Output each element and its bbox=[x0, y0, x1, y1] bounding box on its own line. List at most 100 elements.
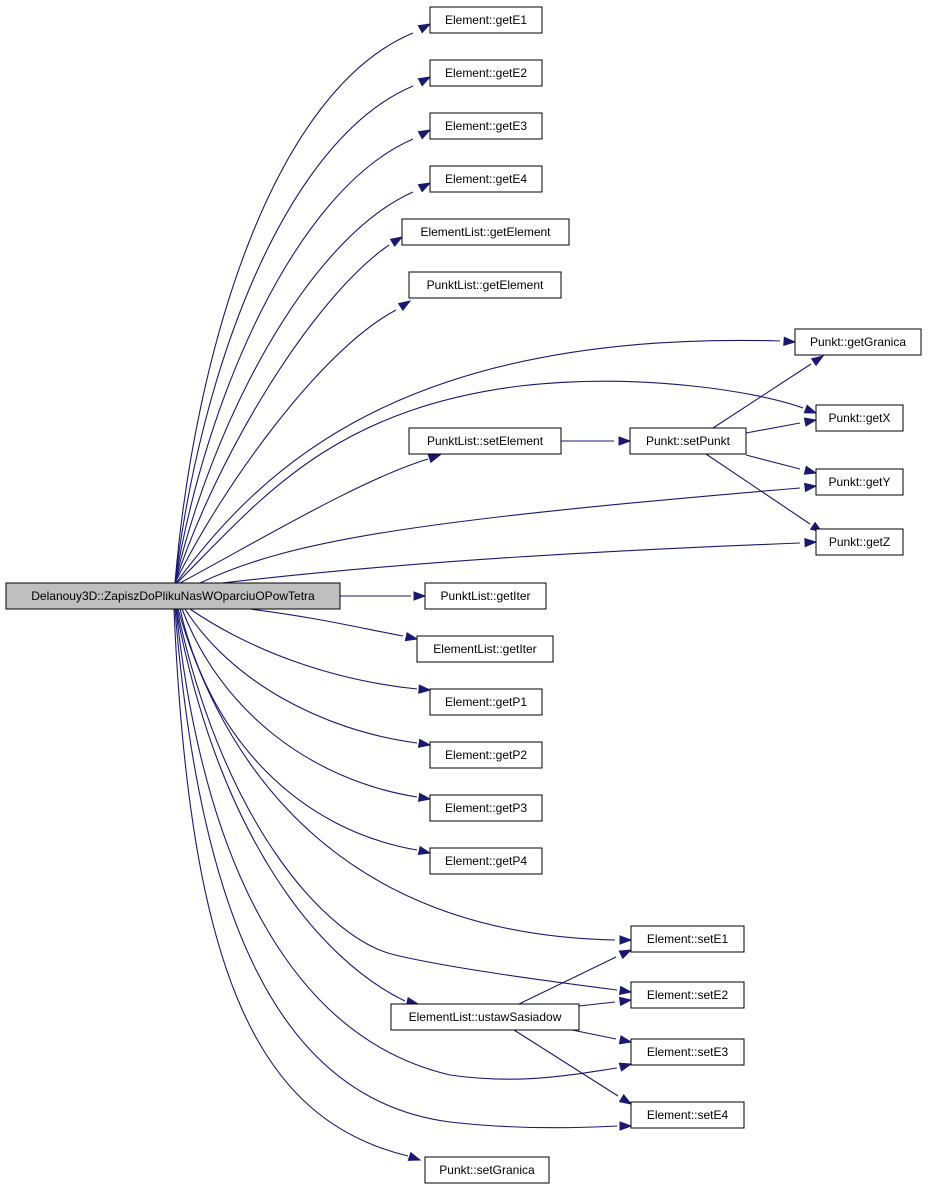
node-setE3[interactable]: Element::setE3 bbox=[630, 1038, 745, 1066]
node-getE4[interactable]: Element::getE4 bbox=[429, 165, 543, 193]
node-getX[interactable]: Punkt::getX bbox=[815, 404, 904, 432]
node-box[interactable] bbox=[630, 1038, 745, 1066]
edge-root-getZ bbox=[221, 538, 818, 584]
node-setPunkt[interactable]: Punkt::setPunkt bbox=[629, 427, 747, 455]
node-label: Punkt::getX bbox=[828, 411, 890, 425]
edge-line bbox=[578, 1001, 616, 1007]
node-box[interactable] bbox=[815, 528, 904, 556]
node-box[interactable] bbox=[416, 635, 554, 663]
node-label: Punkt::getY bbox=[828, 475, 890, 489]
arrowhead-icon bbox=[417, 129, 432, 140]
edge-line bbox=[177, 608, 616, 941]
node-getP2[interactable]: Element::getP2 bbox=[429, 741, 543, 769]
node-label: Element::setE2 bbox=[647, 988, 729, 1002]
node-pkGetIter[interactable]: PunktList::getIter bbox=[424, 582, 547, 610]
edge-line bbox=[174, 191, 414, 584]
node-box[interactable] bbox=[424, 582, 547, 610]
edge-line bbox=[175, 608, 618, 1080]
node-box[interactable] bbox=[424, 1156, 550, 1184]
node-setE2[interactable]: Element::setE2 bbox=[630, 981, 745, 1009]
node-label: Punkt::getGranica bbox=[810, 335, 906, 349]
node-box[interactable] bbox=[429, 688, 543, 716]
edge-root-getE2 bbox=[174, 76, 432, 584]
arrowhead-icon bbox=[407, 1151, 422, 1161]
edge-root-setElement bbox=[179, 454, 442, 584]
node-getZ[interactable]: Punkt::getZ bbox=[815, 528, 904, 556]
node-getE1[interactable]: Element::getE1 bbox=[429, 6, 543, 34]
arrowhead-icon bbox=[804, 482, 818, 493]
edge-line bbox=[174, 244, 390, 584]
edge-line bbox=[173, 608, 409, 1157]
arrowhead-icon bbox=[417, 792, 432, 802]
node-box[interactable] bbox=[390, 1003, 580, 1031]
edge-root-pkGetIter bbox=[340, 591, 427, 601]
arrowhead-icon bbox=[417, 182, 432, 193]
edge-setElement-setPunkt bbox=[561, 436, 632, 446]
node-box[interactable] bbox=[629, 427, 747, 455]
edge-ustawSasiadow-setE4 bbox=[513, 1029, 633, 1105]
node-box[interactable] bbox=[401, 218, 570, 246]
node-box[interactable] bbox=[630, 1101, 745, 1129]
node-getE3[interactable]: Element::getE3 bbox=[429, 112, 543, 140]
node-label: Element::getP1 bbox=[445, 695, 527, 709]
edge-line bbox=[179, 608, 418, 851]
edge-line bbox=[176, 608, 618, 991]
edge-line bbox=[184, 608, 418, 744]
node-pkGetElement[interactable]: PunktList::getElement bbox=[408, 271, 562, 299]
node-getP4[interactable]: Element::getP4 bbox=[429, 847, 543, 875]
node-box[interactable] bbox=[794, 328, 922, 356]
node-box[interactable] bbox=[630, 925, 745, 953]
edge-setPunkt-getZ bbox=[705, 453, 824, 533]
node-elGetIter[interactable]: ElementList::getIter bbox=[416, 635, 554, 663]
node-label: Delanouy3D::ZapiszDoPlikuNasWOparciuOPow… bbox=[31, 589, 315, 603]
node-label: ElementList::getIter bbox=[433, 642, 536, 656]
node-getP3[interactable]: Element::getP3 bbox=[429, 794, 543, 822]
edge-line bbox=[174, 32, 414, 584]
arrowhead-icon bbox=[417, 76, 432, 87]
node-box[interactable] bbox=[408, 427, 562, 455]
node-elGetElement[interactable]: ElementList::getElement bbox=[401, 218, 570, 246]
node-getGranica[interactable]: Punkt::getGranica bbox=[794, 328, 922, 356]
arrowhead-icon bbox=[618, 985, 633, 996]
edge-line bbox=[745, 422, 801, 434]
edge-line bbox=[175, 608, 406, 1002]
node-label: PunktList::getIter bbox=[440, 589, 530, 603]
arrowhead-icon bbox=[618, 436, 632, 446]
edge-root-elGetIter bbox=[249, 608, 419, 642]
arrowhead-icon bbox=[427, 454, 442, 464]
arrowhead-icon bbox=[619, 996, 633, 1007]
node-getP1[interactable]: Element::getP1 bbox=[429, 688, 543, 716]
arrowhead-icon bbox=[618, 949, 633, 960]
node-box[interactable] bbox=[429, 59, 543, 87]
node-box[interactable] bbox=[429, 847, 543, 875]
edge-line bbox=[176, 380, 804, 584]
edge-line bbox=[249, 608, 404, 637]
node-box[interactable] bbox=[429, 741, 543, 769]
node-box[interactable] bbox=[429, 794, 543, 822]
edge-line bbox=[174, 608, 618, 1129]
edge-ustawSasiadow-setE1 bbox=[518, 949, 633, 1005]
node-root[interactable]: Delanouy3D::ZapiszDoPlikuNasWOparciuOPow… bbox=[5, 582, 341, 610]
edge-root-getE1 bbox=[174, 23, 432, 584]
node-box[interactable] bbox=[815, 468, 904, 496]
node-box[interactable] bbox=[408, 271, 562, 299]
node-box[interactable] bbox=[630, 981, 745, 1009]
arrowhead-icon bbox=[803, 404, 818, 414]
node-box[interactable] bbox=[429, 165, 543, 193]
node-box[interactable] bbox=[429, 112, 543, 140]
edge-root-pkGetElement bbox=[174, 300, 412, 584]
arrowhead-icon bbox=[618, 1093, 633, 1105]
node-ustawSasiadow[interactable]: ElementList::ustawSasiadow bbox=[390, 1003, 580, 1031]
node-setE4[interactable]: Element::setE4 bbox=[630, 1101, 745, 1129]
node-box[interactable] bbox=[5, 582, 341, 610]
node-setE1[interactable]: Element::setE1 bbox=[630, 925, 745, 953]
node-setGranica[interactable]: Punkt::setGranica bbox=[424, 1156, 550, 1184]
edge-root-getP2 bbox=[184, 608, 432, 748]
arrowhead-icon bbox=[804, 538, 818, 548]
node-getY[interactable]: Punkt::getY bbox=[815, 468, 904, 496]
node-getE2[interactable]: Element::getE2 bbox=[429, 59, 543, 87]
node-box[interactable] bbox=[429, 6, 543, 34]
node-setElement[interactable]: PunktList::setElement bbox=[408, 427, 562, 455]
node-box[interactable] bbox=[815, 404, 904, 432]
node-label: Element::getE4 bbox=[445, 172, 527, 186]
